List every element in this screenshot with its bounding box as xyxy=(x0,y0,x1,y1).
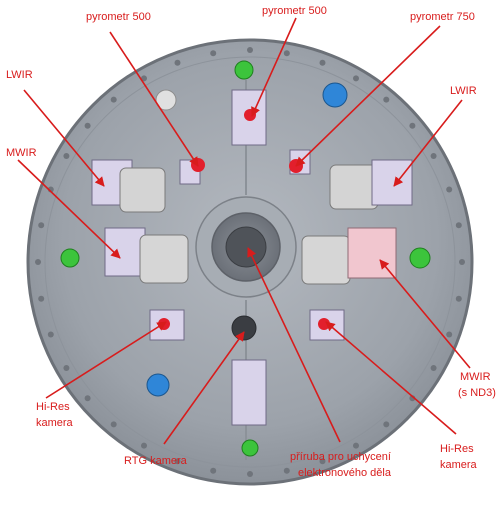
label-priruba-line1: příruba pro uchycení xyxy=(290,451,391,463)
label-mwir-nd3-line2: (s ND3) xyxy=(458,387,496,399)
bolt-hole xyxy=(38,295,45,302)
bolt-hole xyxy=(430,365,437,371)
bolt-hole xyxy=(459,259,465,265)
label-hires-left-line1: Hi-Res xyxy=(36,401,70,413)
bolt-hole xyxy=(319,458,326,465)
bolt-hole xyxy=(430,153,437,159)
label-hires-left-line2: kamera xyxy=(36,417,74,429)
arrow-pyrometr-500-left xyxy=(109,31,199,167)
label-pyrometr-750: pyrometr 750 xyxy=(410,11,475,23)
bolt-hole xyxy=(174,59,181,66)
arrow-mwir-nd3 xyxy=(379,259,471,369)
arrow-pyrometr-500-center xyxy=(251,17,297,117)
label-pyrometr-500-center: pyrometr 500 xyxy=(262,5,327,17)
label-pyrometr-500-left: pyrometr 500 xyxy=(86,11,151,23)
arrow-hires-right xyxy=(325,321,457,435)
arrow-priruba xyxy=(247,247,341,443)
bolt-hole xyxy=(353,75,359,82)
label-mwir-nd3-line1: MWIR xyxy=(460,371,491,383)
plate-inner-ring xyxy=(44,56,456,468)
bolt-hole xyxy=(63,153,70,159)
arrow-mwir-left xyxy=(17,159,121,259)
bolt-hole xyxy=(283,50,290,57)
bolt-hole xyxy=(247,471,253,477)
arrow-hires-left xyxy=(45,321,167,399)
bolt-hole xyxy=(455,295,462,302)
bolt-hole xyxy=(353,442,359,449)
label-hires-right-line1: Hi-Res xyxy=(440,443,474,455)
perimeter-bolt-holes xyxy=(35,47,465,477)
bolt-hole xyxy=(35,259,41,265)
bolt-hole xyxy=(383,421,390,428)
bolt-hole xyxy=(210,50,217,57)
bolt-hole xyxy=(47,331,54,338)
label-lwir-left: LWIR xyxy=(6,69,33,81)
bolt-hole xyxy=(84,122,91,129)
bolt-hole xyxy=(84,395,91,402)
label-rtg-kamera: RTG kamera xyxy=(124,455,188,467)
arrow-lwir-left xyxy=(23,89,105,187)
bolt-hole xyxy=(383,96,390,103)
label-priruba-line2: elektronového děla xyxy=(298,467,392,479)
bolt-hole xyxy=(174,458,181,465)
bolt-hole xyxy=(247,47,253,53)
label-lwir-right: LWIR xyxy=(450,85,477,97)
bolt-hole xyxy=(63,365,70,371)
bolt-hole xyxy=(110,96,117,103)
bolt-hole xyxy=(141,75,147,82)
bolt-hole xyxy=(446,186,453,193)
bolt-hole xyxy=(110,421,117,428)
bolt-hole xyxy=(455,222,462,229)
bolt-hole xyxy=(210,467,217,474)
label-hires-right-line2: kamera xyxy=(440,459,478,471)
bolt-hole xyxy=(446,331,453,338)
bolt-hole xyxy=(283,467,290,474)
annotation-arrows xyxy=(17,17,471,445)
arrow-lwir-right xyxy=(393,99,463,187)
arrow-rtg-kamera xyxy=(163,331,245,445)
bolt-hole xyxy=(319,59,326,66)
bolt-hole xyxy=(141,442,147,449)
bolt-hole xyxy=(38,222,45,229)
bolt-hole xyxy=(409,122,416,129)
arrow-pyrometr-750 xyxy=(295,25,441,167)
label-mwir-left: MWIR xyxy=(6,147,37,159)
right-camera-module xyxy=(289,149,431,285)
electron-gun-flange xyxy=(225,226,267,268)
